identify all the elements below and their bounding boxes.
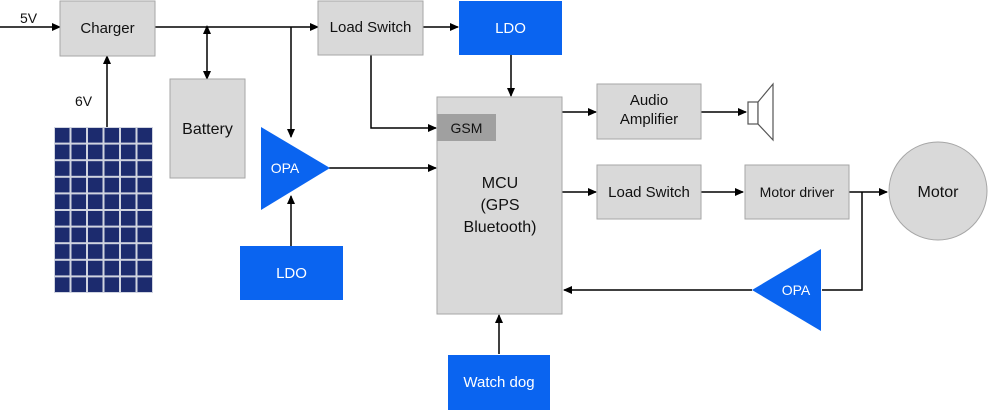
solar-cell (71, 227, 86, 243)
opa-right-label: OPA (782, 282, 811, 298)
gsm-block: GSM (437, 114, 496, 141)
wire-motor-to-opa (822, 192, 863, 291)
solar-cell (121, 194, 136, 209)
solar-cell (71, 211, 86, 226)
solar-cell (55, 244, 70, 259)
solar-cell (104, 161, 119, 176)
audio-label-line2: Amplifier (620, 111, 678, 128)
solar-cell (137, 144, 152, 160)
battery-block: Battery (169, 78, 246, 179)
solar-cell (121, 128, 136, 143)
solar-cell (121, 161, 136, 176)
solar-cell (55, 211, 70, 226)
label-5v: 5V (20, 10, 38, 26)
solar-cell (137, 161, 152, 176)
solar-cell (121, 177, 136, 193)
ldo-top-block: LDO (459, 1, 562, 55)
solar-cell (104, 277, 119, 292)
wires (0, 23, 888, 354)
solar-cell (137, 128, 152, 143)
mcu-label-line2: (GPS (480, 197, 519, 214)
solar-cell (104, 128, 119, 143)
load-switch-right-label: Load Switch (608, 184, 690, 201)
solar-cell (71, 244, 86, 259)
solar-panel-icon (54, 127, 153, 293)
speaker-icon (747, 82, 774, 142)
solar-cell (104, 211, 119, 226)
solar-cell (55, 144, 70, 160)
ldo-bottom-block: LDO (240, 246, 343, 300)
motor-block: Motor (888, 141, 988, 241)
solar-cell (137, 194, 152, 209)
solar-cell (88, 260, 103, 276)
solar-cell (71, 277, 86, 292)
solar-cell (55, 128, 70, 143)
solar-cell (71, 260, 86, 276)
solar-cell (137, 177, 152, 193)
charger-label: Charger (80, 20, 134, 37)
audio-label-line1: Audio (630, 92, 668, 109)
solar-cell (104, 260, 119, 276)
opa-left-label: OPA (271, 160, 300, 176)
solar-cell (55, 177, 70, 193)
solar-cell (71, 128, 86, 143)
solar-cell (88, 144, 103, 160)
load-switch-right-block: Load Switch (596, 164, 702, 220)
solar-cell (121, 277, 136, 292)
charger-block: Charger (59, 0, 156, 57)
label-6v: 6V (75, 93, 93, 109)
solar-cell (55, 277, 70, 292)
watchdog-block: Watch dog (448, 355, 550, 410)
solar-cell (104, 144, 119, 160)
opa-left-block: OPA (261, 127, 330, 210)
solar-cell (104, 227, 119, 243)
solar-cell (71, 144, 86, 160)
solar-cell (137, 260, 152, 276)
load-switch-top-label: Load Switch (330, 19, 412, 36)
mcu-label-line1: MCU (482, 175, 518, 192)
solar-cell (88, 211, 103, 226)
solar-cell (137, 227, 152, 243)
motor-driver-block: Motor driver (744, 164, 850, 220)
solar-cell (137, 211, 152, 226)
solar-cell (88, 244, 103, 259)
solar-cell (71, 194, 86, 209)
solar-cell (55, 260, 70, 276)
solar-cell (104, 194, 119, 209)
solar-cell (121, 227, 136, 243)
solar-cell (104, 177, 119, 193)
solar-cell (88, 161, 103, 176)
solar-cell (55, 161, 70, 176)
load-switch-top-block: Load Switch (317, 0, 424, 56)
solar-cell (121, 211, 136, 226)
wire-load-switch-to-gsm (370, 55, 437, 132)
ldo-bottom-label: LDO (276, 265, 307, 282)
audio-amplifier-block: Audio Amplifier (596, 83, 702, 140)
solar-cell (121, 244, 136, 259)
solar-cell (88, 194, 103, 209)
solar-cell (88, 227, 103, 243)
solar-cell (121, 144, 136, 160)
mcu-label-line3: Bluetooth) (464, 219, 537, 236)
solar-cell (55, 227, 70, 243)
solar-cell (137, 244, 152, 259)
solar-cell (55, 194, 70, 209)
solar-cell (137, 277, 152, 292)
motor-driver-label: Motor driver (760, 184, 835, 200)
solar-cell (71, 161, 86, 176)
gsm-label: GSM (451, 120, 483, 136)
battery-label: Battery (182, 121, 233, 138)
watchdog-label: Watch dog (463, 374, 534, 391)
solar-cell (88, 277, 103, 292)
opa-right-block: OPA (752, 249, 821, 331)
motor-label: Motor (918, 184, 960, 201)
solar-cell (88, 128, 103, 143)
solar-cell (88, 177, 103, 193)
ldo-top-label: LDO (495, 20, 526, 37)
solar-cell (71, 177, 86, 193)
solar-cell (121, 260, 136, 276)
solar-cell (104, 244, 119, 259)
